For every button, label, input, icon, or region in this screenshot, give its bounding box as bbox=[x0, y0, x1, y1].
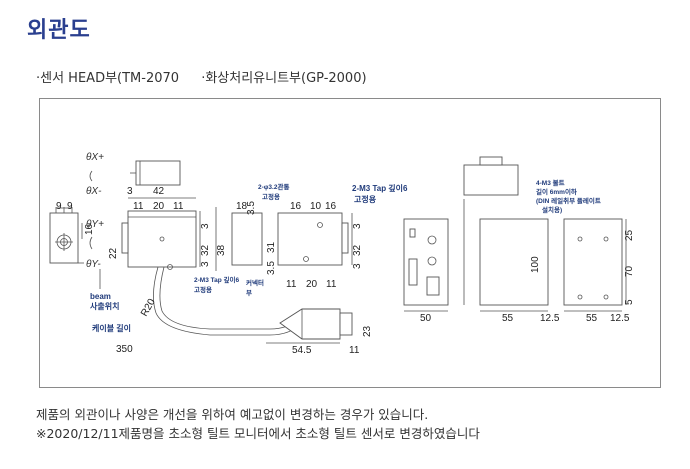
radius-r20: R20 bbox=[139, 297, 158, 319]
dim-11-e: 11 bbox=[349, 345, 360, 356]
dim-3-5-bottom: 3.5 bbox=[266, 261, 277, 275]
dim-20-a: 20 bbox=[153, 201, 165, 212]
dim-11-b: 11 bbox=[173, 201, 184, 212]
bolt-label: 4-M3 볼트 bbox=[536, 178, 565, 187]
beam-label: beam bbox=[90, 292, 111, 301]
dim-3-c: 3 bbox=[352, 223, 363, 229]
dim-11-a: 11 bbox=[133, 201, 144, 212]
tap-mid-sub-label: 고정용 bbox=[354, 194, 377, 204]
dim-9-right: 9 bbox=[67, 201, 73, 212]
dim-3-d: 3 bbox=[352, 263, 363, 269]
mounting-view: 2-φ3.2관통 고정용 2-M3 Tap 깊이6 고정용 3.5 16 10 … bbox=[246, 182, 408, 290]
sensor-side-view: 3 42 11 20 11 32 38 3 3 bbox=[121, 186, 227, 271]
dim-5: 5 bbox=[624, 299, 635, 305]
technical-drawing: .ln { stroke:#555; stroke-width:0.8; fil… bbox=[39, 98, 661, 388]
dim-12-5-a: 12.5 bbox=[540, 313, 560, 324]
theta-indicators: θX+ θX- θY+ θY- bbox=[86, 152, 181, 270]
dim-23: 23 bbox=[362, 325, 373, 337]
dim-38: 38 bbox=[216, 244, 227, 256]
dim-54-5: 54.5 bbox=[292, 345, 312, 356]
dim-25: 25 bbox=[624, 229, 635, 241]
dim-55-b: 55 bbox=[586, 313, 598, 324]
subheading-image-unit: ·화상처리유니트부(GP-2000) bbox=[201, 71, 367, 86]
notes: 제품의 외관이나 사양은 개선을 위하여 예고없이 변경하는 경우가 있습니다.… bbox=[36, 405, 480, 443]
dim-9-left: 9 bbox=[56, 201, 62, 212]
din-plate-view: 4-M3 볼트 길이 6mm이하 (DIN 레일취부 플레이트 설치용) 12.… bbox=[536, 178, 635, 324]
bolt-length-label: 길이 6mm이하 bbox=[536, 187, 577, 196]
phi-sub-label: 고정용 bbox=[262, 192, 280, 201]
dim-12-5-b: 12.5 bbox=[610, 313, 630, 324]
dim-16-b: 16 bbox=[290, 201, 302, 212]
dim-20-b: 20 bbox=[306, 279, 318, 290]
theta-y-minus-label: θY- bbox=[86, 259, 101, 270]
page-title: 외관도 bbox=[27, 18, 91, 43]
side-block: 18 2-M3 Tap 깊이6 고정용 커넥터 부 bbox=[194, 201, 264, 297]
tap-mid-label: 2-M3 Tap 깊이6 bbox=[352, 183, 408, 193]
theta-x-minus-label: θX- bbox=[86, 186, 102, 197]
dim-16-c: 16 bbox=[325, 201, 337, 212]
tap-left-sub-label: 고정용 bbox=[194, 285, 212, 294]
connector-sub-label: 부 bbox=[246, 288, 252, 297]
unit-side-view: 100 55 bbox=[463, 156, 549, 324]
connector-label: 커넥터 bbox=[246, 278, 264, 287]
subheading-sensor-head: ·센서 HEAD부(TM-2070 bbox=[36, 71, 180, 86]
dim-16: 16 bbox=[84, 223, 95, 235]
dim-32-b: 32 bbox=[352, 244, 363, 256]
note-name-change: ※2020/12/11제품명을 초소형 틸트 모니터에서 초소형 틸트 센서로 … bbox=[36, 426, 480, 441]
theta-y-plus-label: θY+ bbox=[86, 219, 104, 230]
sensor-front-view: 9 9 16 22 bbox=[49, 201, 119, 264]
unit-front-view: 50 bbox=[403, 218, 449, 324]
dim-18: 18 bbox=[236, 201, 248, 212]
note-spec-change: 제품의 외관이나 사양은 개선을 위하여 예고없이 변경하는 경우가 있습니다. bbox=[36, 407, 429, 422]
dim-55-a: 55 bbox=[502, 313, 514, 324]
dim-11-c: 11 bbox=[286, 279, 297, 290]
subheadings: ·센서 HEAD부(TM-2070 ·화상처리유니트부(GP-2000) bbox=[36, 67, 367, 86]
dim-22: 22 bbox=[108, 247, 119, 259]
dim-3-a: 3 bbox=[200, 223, 211, 229]
amplifier-body: 54.5 11 23 bbox=[266, 308, 373, 356]
dim-cable-350: 350 bbox=[116, 344, 133, 355]
dim-50: 50 bbox=[420, 313, 432, 324]
dim-32-a: 32 bbox=[200, 244, 211, 256]
tap-left-label: 2-M3 Tap 깊이6 bbox=[194, 275, 239, 284]
bolt-install-label: 설치용) bbox=[542, 205, 562, 214]
dim-100: 100 bbox=[530, 256, 541, 273]
beam-position-label: 사출위치 bbox=[90, 301, 119, 311]
dim-11-d: 11 bbox=[326, 279, 337, 290]
dim-31: 31 bbox=[266, 241, 277, 253]
dim-3-b: 3 bbox=[200, 261, 211, 267]
phi-label: 2-φ3.2관통 bbox=[258, 182, 289, 191]
drawing-canvas: .ln { stroke:#555; stroke-width:0.8; fil… bbox=[49, 152, 635, 356]
cable-length-label: 케이블 길이 bbox=[92, 323, 131, 333]
dim-10: 10 bbox=[310, 201, 322, 212]
bolt-din-label: (DIN 레일취부 플레이트 bbox=[536, 196, 601, 205]
theta-x-plus-label: θX+ bbox=[86, 152, 104, 163]
dim-3-5-top: 3.5 bbox=[246, 201, 257, 215]
dim-42: 42 bbox=[153, 186, 165, 197]
dim-3-top: 3 bbox=[127, 186, 133, 197]
dim-70: 70 bbox=[624, 265, 635, 277]
